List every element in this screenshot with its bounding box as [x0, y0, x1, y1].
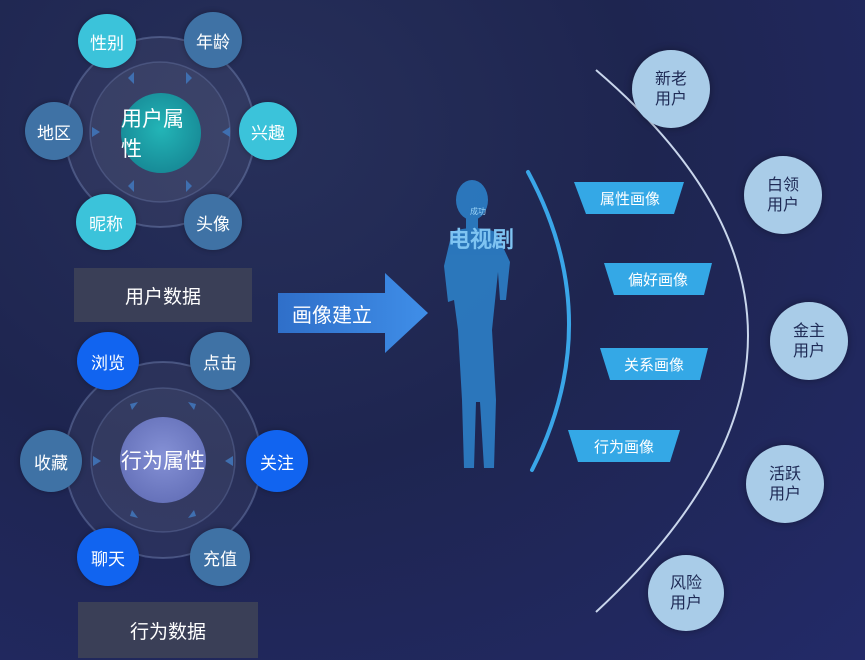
behavior-node-browse-label: 浏览 — [91, 353, 125, 374]
build-arrow-label: 画像建立 — [282, 293, 382, 333]
user-node-region-label: 地区 — [37, 123, 71, 144]
behavior-node-follow-label: 关注 — [260, 453, 294, 474]
segment-risk-users: 风险用户 — [648, 555, 724, 631]
tag-attribute-portrait: 属性画像 — [584, 182, 676, 214]
tag-attribute-portrait-label: 属性画像 — [599, 189, 660, 208]
segment-arc — [595, 69, 749, 613]
behavior-node-favorite-label: 收藏 — [34, 453, 68, 474]
behavior-inward-arrows — [93, 402, 233, 518]
segment-new-old-users: 新老用户 — [632, 50, 710, 128]
user-node-nickname: 昵称 — [76, 194, 136, 250]
behavior-node-favorite: 收藏 — [20, 430, 82, 492]
build-arrow-text: 画像建立 — [292, 302, 372, 327]
segment-white-collar-line2: 用户 — [766, 195, 799, 214]
user-data-label-text: 用户数据 — [124, 285, 201, 308]
segment-white-collar-line1: 白领 — [766, 175, 799, 194]
tag-relation-portrait-label: 关系画像 — [623, 355, 684, 374]
behavior-data-label: 行为数据 — [78, 602, 258, 658]
behavior-data-label-text: 行为数据 — [129, 620, 206, 643]
user-node-interest: 兴趣 — [239, 102, 297, 160]
segment-big-spender-line2: 用户 — [792, 341, 825, 360]
portrait-word-1: 电视剧 — [448, 227, 514, 253]
behavior-attributes-center: 行为属性 — [120, 417, 206, 503]
user-node-interest-label: 兴趣 — [251, 123, 285, 144]
segment-big-spender-line1: 金主 — [792, 321, 825, 340]
user-node-avatar: 头像 — [184, 194, 242, 250]
segment-new-old-line1: 新老 — [654, 69, 687, 88]
segment-risk-line1: 风险 — [669, 573, 702, 592]
behavior-node-chat: 聊天 — [77, 528, 139, 586]
tag-behavior-portrait-label: 行为画像 — [593, 437, 654, 456]
segment-active-line2: 用户 — [768, 484, 801, 503]
portrait-silhouette — [444, 180, 510, 468]
behavior-attributes-center-label: 行为属性 — [121, 449, 205, 473]
tag-preference-portrait-label: 偏好画像 — [627, 270, 688, 289]
user-node-gender-label: 性别 — [90, 33, 124, 54]
user-node-nickname-label: 昵称 — [89, 214, 123, 235]
segment-big-spender-users: 金主用户 — [770, 302, 848, 380]
behavior-node-browse: 浏览 — [77, 332, 139, 390]
behavior-node-recharge: 充值 — [190, 528, 250, 586]
user-attributes-center: 用户属性 — [121, 93, 201, 173]
user-attributes-center-label: 用户属性 — [121, 107, 184, 161]
segment-active-line1: 活跃 — [768, 464, 801, 483]
segment-active-users: 活跃用户 — [746, 445, 824, 523]
portrait-tag-shapes — [568, 182, 712, 462]
behavior-node-chat-label: 聊天 — [91, 549, 125, 570]
portrait-bracket-arc — [526, 170, 571, 472]
segment-new-old-line2: 用户 — [654, 89, 687, 108]
behavior-node-recharge-label: 充值 — [203, 549, 237, 570]
tag-behavior-portrait: 行为画像 — [578, 430, 670, 462]
behavior-node-follow: 关注 — [246, 430, 308, 492]
build-arrow-shape — [278, 273, 428, 353]
user-node-age-label: 年龄 — [196, 32, 230, 53]
user-node-avatar-label: 头像 — [196, 214, 230, 235]
segment-white-collar-users: 白领用户 — [744, 156, 822, 234]
user-node-region: 地区 — [25, 102, 83, 160]
tag-preference-portrait: 偏好画像 — [612, 263, 704, 295]
user-inward-arrows — [92, 72, 230, 192]
behavior-node-click: 点击 — [190, 332, 250, 390]
behavior-node-click-label: 点击 — [203, 353, 237, 374]
user-node-age: 年龄 — [184, 12, 242, 68]
portrait-word-2: 成功 — [470, 206, 486, 216]
user-node-gender: 性别 — [78, 14, 136, 68]
segment-risk-line2: 用户 — [669, 593, 702, 612]
tag-relation-portrait: 关系画像 — [608, 348, 700, 380]
user-data-label: 用户数据 — [74, 268, 252, 322]
